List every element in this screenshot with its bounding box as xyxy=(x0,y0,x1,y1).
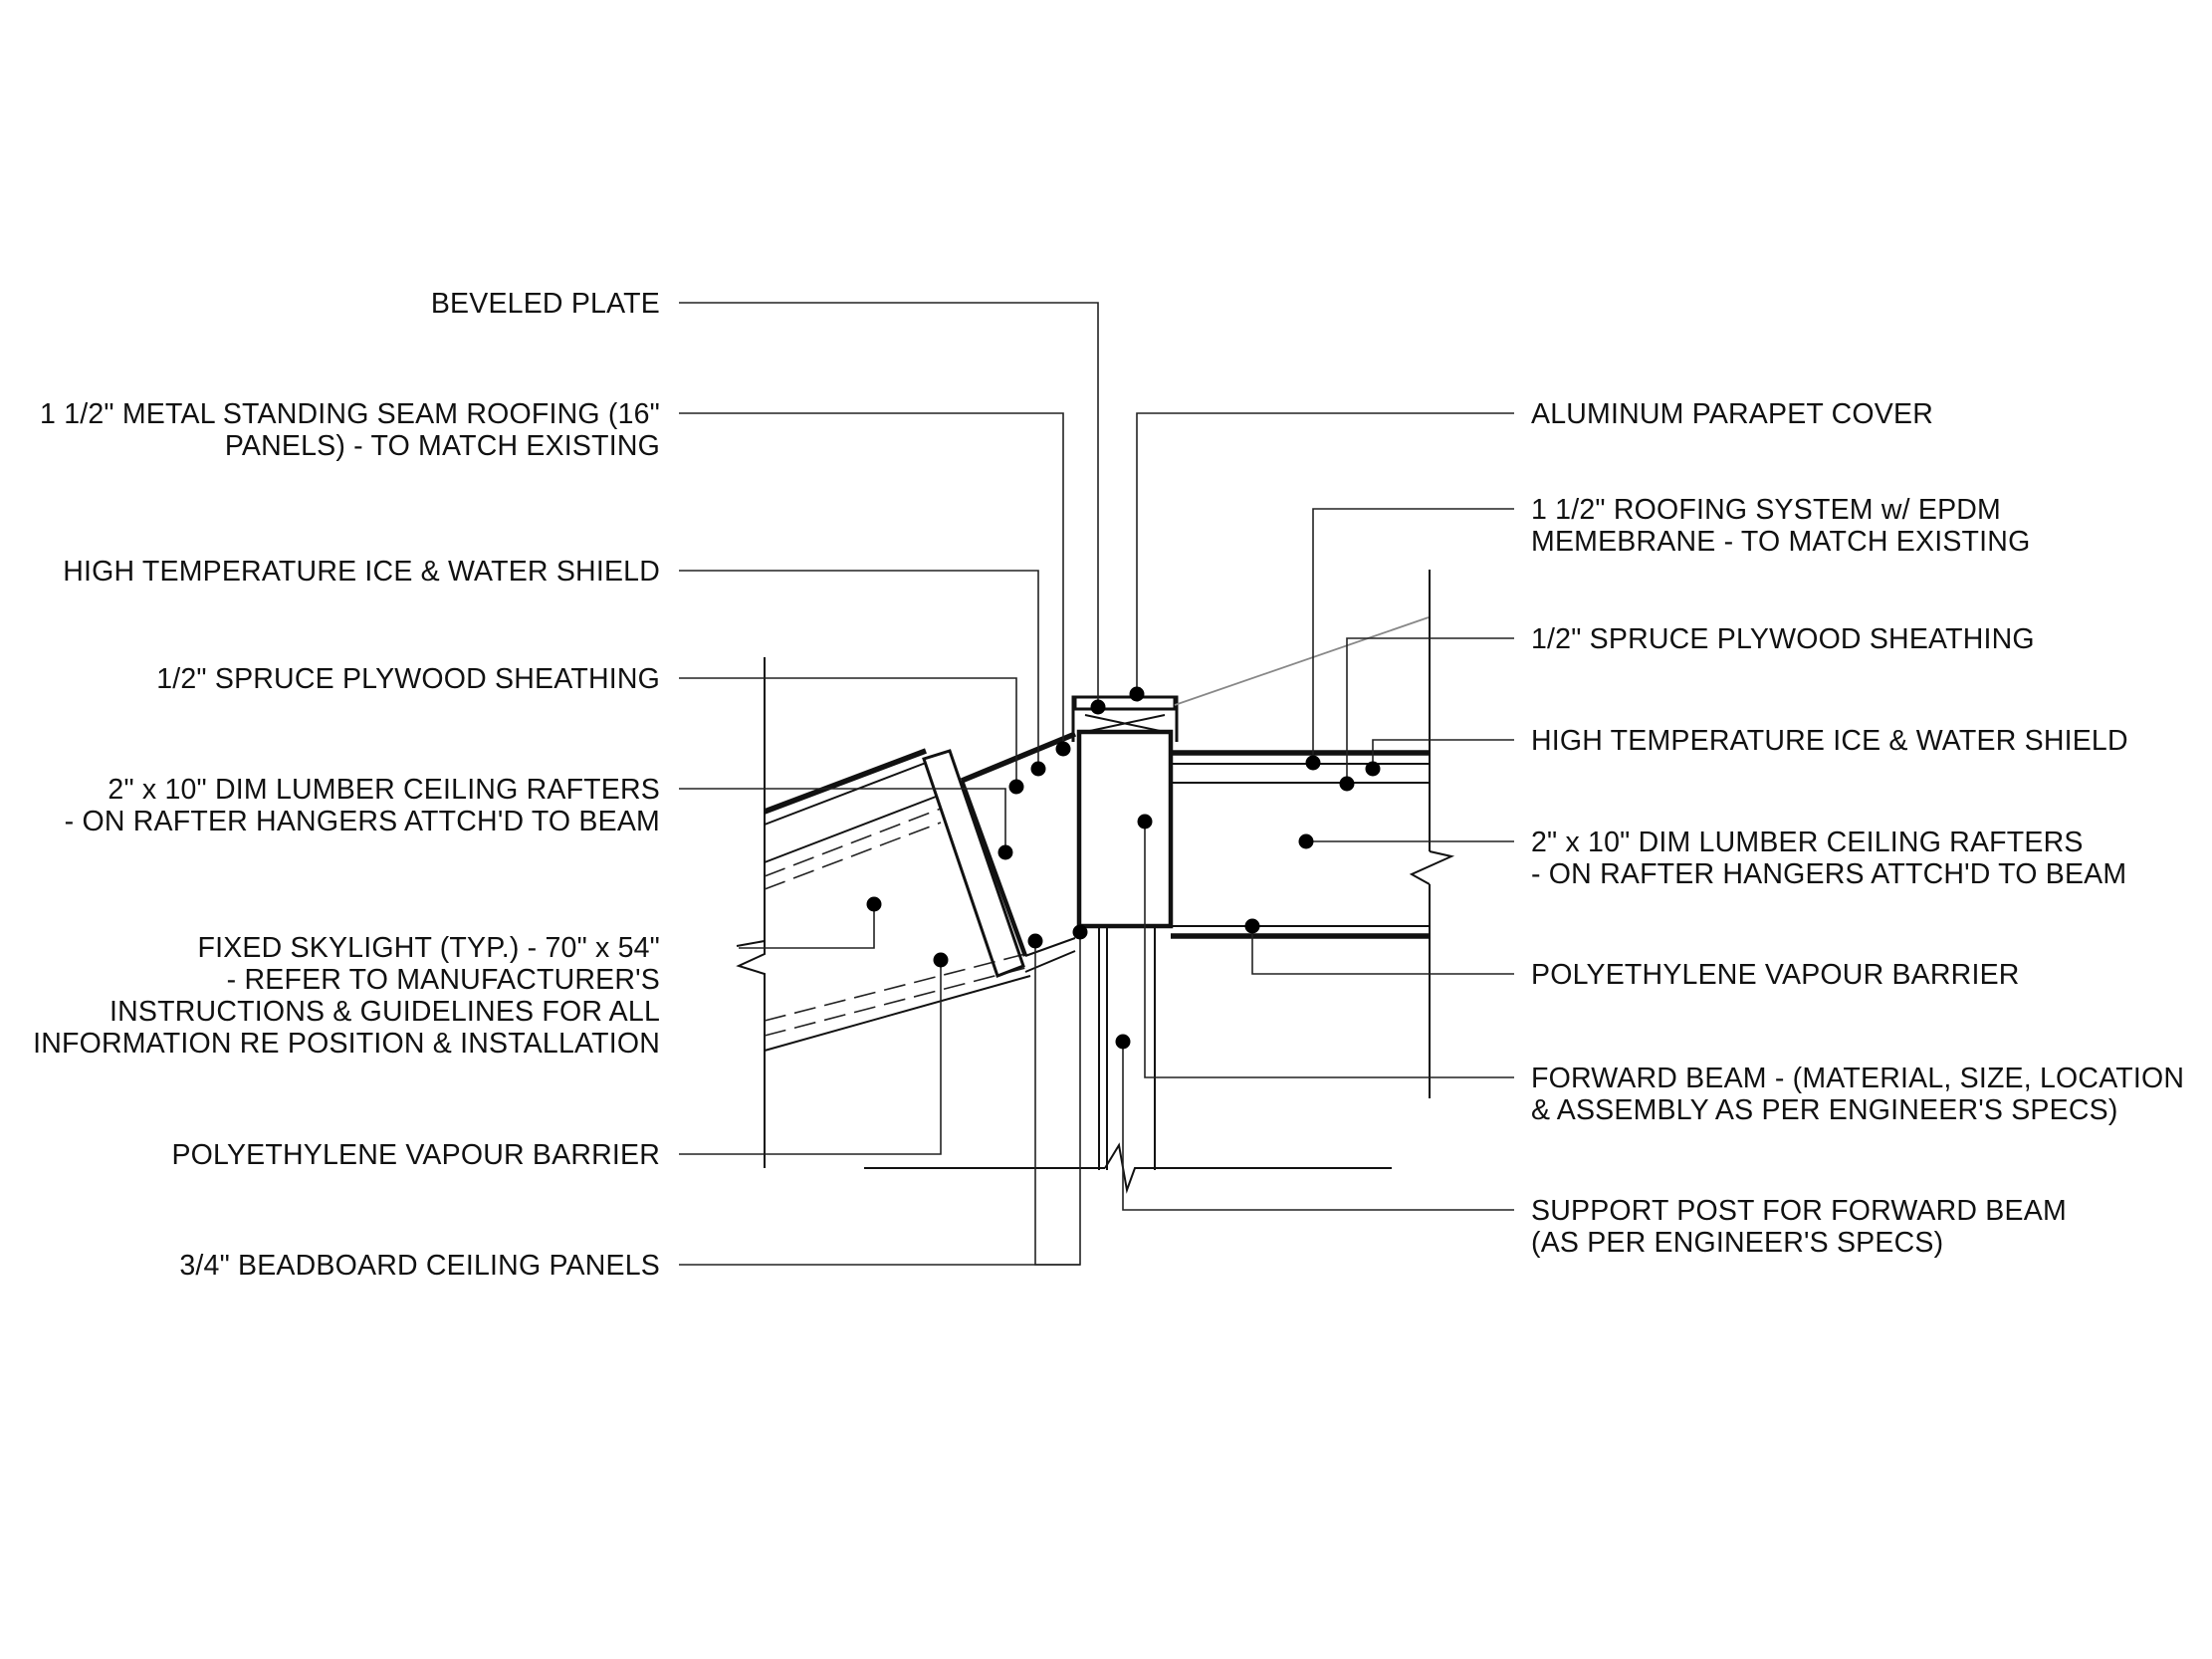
callout-dots xyxy=(866,686,1381,1050)
labels-right: ALUMINUM PARAPET COVER 1 1/2" ROOFING SY… xyxy=(1531,398,2184,1259)
label-forward-beam-line2: & ASSEMBLY AS PER ENGINEER'S SPECS) xyxy=(1531,1094,2118,1126)
label-vapour-barrier-left: POLYETHYLENE VAPOUR BARRIER xyxy=(171,1139,660,1171)
label-epdm-roofing-line1: 1 1/2" ROOFING SYSTEM w/ EPDM xyxy=(1531,494,2001,526)
label-metal-roofing-line1: 1 1/2" METAL STANDING SEAM ROOFING (16" xyxy=(40,398,660,430)
label-metal-roofing-line2: PANELS) - TO MATCH EXISTING xyxy=(225,430,660,462)
label-ice-water-shield-right: HIGH TEMPERATURE ICE & WATER SHIELD xyxy=(1531,725,2128,757)
label-beveled-plate: BEVELED PLATE xyxy=(431,288,660,320)
label-parapet-cover: ALUMINUM PARAPET COVER xyxy=(1531,398,1933,430)
label-rafters-right-line2: - ON RAFTER HANGERS ATTCH'D TO BEAM xyxy=(1531,858,2126,890)
label-vapour-barrier-right: POLYETHYLENE VAPOUR BARRIER xyxy=(1531,959,2020,991)
label-support-post-line2: (AS PER ENGINEER'S SPECS) xyxy=(1531,1227,1943,1259)
label-support-post-line1: SUPPORT POST FOR FORWARD BEAM xyxy=(1531,1195,2067,1227)
label-skylight-line3: INSTRUCTIONS & GUIDELINES FOR ALL xyxy=(110,996,660,1028)
label-forward-beam-line1: FORWARD BEAM - (MATERIAL, SIZE, LOCATION xyxy=(1531,1063,2184,1094)
leader-lines xyxy=(679,302,1514,1266)
label-rafters-right-line1: 2" x 10" DIM LUMBER CEILING RAFTERS xyxy=(1531,827,2084,858)
label-skylight-line2: - REFER TO MANUFACTURER'S xyxy=(227,964,660,996)
label-rafters-left-line1: 2" x 10" DIM LUMBER CEILING RAFTERS xyxy=(108,774,660,806)
label-beadboard-panels: 3/4" BEADBOARD CEILING PANELS xyxy=(179,1250,660,1282)
label-rafters-left-line2: - ON RAFTER HANGERS ATTCH'D TO BEAM xyxy=(65,806,660,837)
label-skylight-line1: FIXED SKYLIGHT (TYP.) - 70" x 54" xyxy=(197,932,660,964)
section-drawing xyxy=(736,570,1455,1194)
label-epdm-roofing-line2: MEMEBRANE - TO MATCH EXISTING xyxy=(1531,526,2030,558)
label-plywood-sheathing-right: 1/2" SPRUCE PLYWOOD SHEATHING xyxy=(1531,623,2035,655)
labels-left: BEVELED PLATE 1 1/2" METAL STANDING SEAM… xyxy=(33,288,660,1282)
label-plywood-sheathing-left: 1/2" SPRUCE PLYWOOD SHEATHING xyxy=(156,663,660,695)
label-skylight-line4: INFORMATION RE POSITION & INSTALLATION xyxy=(33,1028,660,1060)
label-ice-water-shield-left: HIGH TEMPERATURE ICE & WATER SHIELD xyxy=(63,556,660,588)
